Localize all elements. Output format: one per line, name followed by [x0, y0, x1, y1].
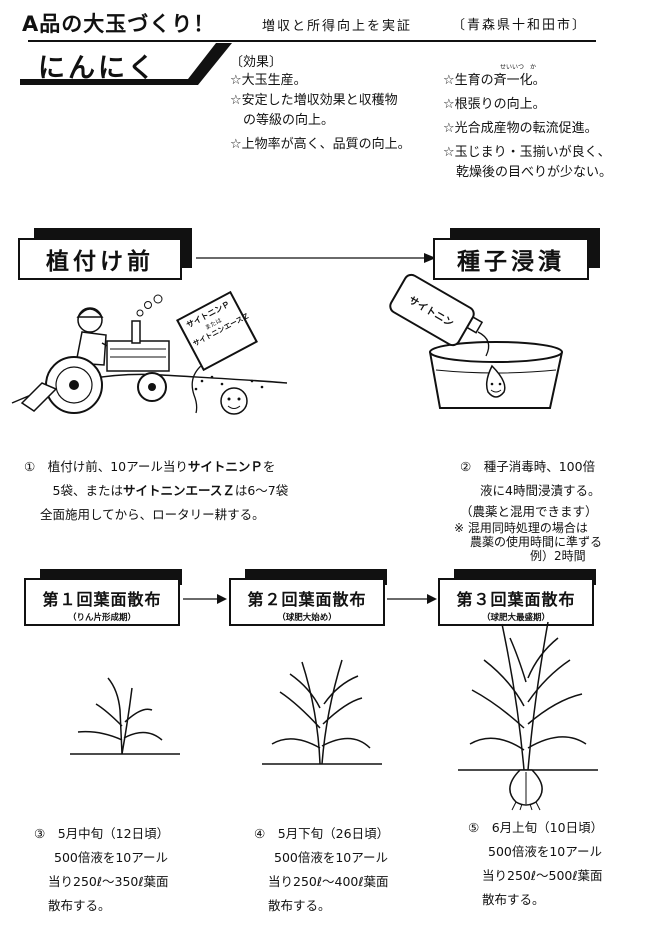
- step2-text: ② 種子消毒時、100倍 液に4時間浸漬する。 （農薬と混用できます） ※ 混用…: [454, 455, 603, 563]
- step-note: ※ 混用同時処理の場合は: [454, 521, 588, 535]
- timing-line: 500倍液を10アール: [274, 850, 389, 865]
- effects-left-list: ☆大玉生産。 ☆安定した増収効果と収穫物 の等級の向上。 ☆上物率が高く、品質の…: [230, 71, 411, 155]
- effects-ruby: せいいつ か: [500, 64, 537, 71]
- effects-heading: 〔効果〕: [230, 55, 283, 70]
- step-line: ① 植付け前、10アール当りサイトニンＰを: [24, 455, 288, 479]
- spray-title: 第１回葉面散布: [42, 590, 162, 609]
- page-title: A品の大玉づくり！: [22, 12, 216, 36]
- arrow-right-icon: [183, 594, 227, 604]
- step-text: を: [262, 459, 276, 474]
- timing-line: 500倍液を10アール: [488, 844, 603, 859]
- spray-title: 第２回葉面散布: [247, 590, 367, 609]
- timing-line: 500倍液を10アール: [54, 850, 169, 865]
- timing-3: ⑤ 6月上旬（10日頃） 500倍液を10アール 当り250ℓ〜500ℓ葉面 散…: [468, 816, 603, 912]
- spray-stage: （球肥大始め）: [277, 613, 337, 623]
- spray-stage: （球肥大最盛期）: [481, 613, 550, 623]
- stage-seed-soak: 種子浸漬: [433, 238, 589, 280]
- garlic-plant-medium: [262, 659, 382, 765]
- step-text: 5袋、または: [40, 483, 123, 498]
- spray-title: 第３回葉面散布: [456, 590, 576, 609]
- crop-banner-shape: [20, 43, 232, 85]
- effect-item: ☆上物率が高く、品質の向上。: [230, 137, 411, 152]
- effect-item: の等級の向上。: [230, 113, 335, 128]
- tractor-illustration: [11, 294, 288, 415]
- arrow-right-icon: [387, 594, 437, 604]
- step-note: 農薬の使用時間に準ずる: [470, 535, 603, 549]
- step-line: （農薬と混用できます）: [460, 504, 598, 519]
- garlic-plant-large: [458, 621, 598, 811]
- effect-item: 乾燥後の目べりが少ない。: [443, 165, 613, 180]
- spray-box-1: 第１回葉面散布 （りん片形成期）: [24, 578, 180, 626]
- spray-stage: （りん片形成期）: [67, 613, 136, 623]
- crop-name: にんにく: [38, 53, 158, 84]
- product-name: サイトニンエースＺ: [122, 483, 235, 498]
- product-name: サイトニンＰ: [187, 459, 263, 474]
- spray-box-3: 第３回葉面散布 （球肥大最盛期）: [438, 578, 594, 626]
- step-line: ② 種子消毒時、100倍: [460, 459, 596, 474]
- step-line: 全面施用してから、ロータリー耕する。: [40, 507, 265, 522]
- step-note: 例）2時間: [530, 549, 586, 563]
- step1-text: ① 植付け前、10アール当りサイトニンＰを 5袋、またはサイトニンエースＺは6〜…: [24, 455, 288, 527]
- page-subtitle: 増収と所得向上を実証: [262, 19, 413, 34]
- arrow-right-icon: [196, 253, 436, 263]
- effect-item: ☆生育の斉一化。: [443, 73, 546, 88]
- basin-illustration: [429, 314, 563, 409]
- effect-item: ☆根張りの向上。: [443, 97, 546, 112]
- timing-line: 散布する。: [268, 898, 331, 913]
- timing-line: 散布する。: [482, 892, 545, 907]
- timing-line: 当り250ℓ〜400ℓ葉面: [268, 874, 389, 889]
- effect-item: ☆安定した増収効果と収穫物: [230, 93, 398, 108]
- step-text: ① 植付け前、10アール当り: [24, 459, 188, 474]
- step-text: は6〜7袋: [234, 483, 289, 498]
- timing-2: ④ 5月下旬（26日頃） 500倍液を10アール 当り250ℓ〜400ℓ葉面 散…: [254, 822, 389, 918]
- step-line: 液に4時間浸漬する。: [480, 483, 601, 498]
- garlic-plant-small: [70, 677, 180, 755]
- effect-item: ☆光合成産物の転流促進。: [443, 121, 598, 136]
- timing-line: ④ 5月下旬（26日頃）: [254, 826, 390, 841]
- effects-right-list: ☆生育の斉一化。 ☆根張りの向上。 ☆光合成産物の転流促進。 ☆玉じまり・玉揃い…: [443, 71, 612, 183]
- title-rule: [28, 40, 596, 42]
- spray-box-2: 第２回葉面散布 （球肥大始め）: [229, 578, 385, 626]
- effect-item: ☆玉じまり・玉揃いが良く、: [443, 145, 611, 160]
- location-label: 〔青森県十和田市〕: [452, 18, 588, 33]
- timing-line: 当り250ℓ〜350ℓ葉面: [48, 874, 169, 889]
- effect-item: ☆大玉生産。: [230, 73, 307, 88]
- timing-line: ⑤ 6月上旬（10日頃）: [468, 820, 604, 835]
- timing-line: 当り250ℓ〜500ℓ葉面: [482, 868, 603, 883]
- bottle-label: サイトニン: [406, 294, 456, 329]
- timing-line: ③ 5月中旬（12日頃）: [34, 826, 170, 841]
- step-line: 5袋、またはサイトニンエースＺは6〜7袋: [24, 479, 289, 503]
- timing-line: 散布する。: [48, 898, 111, 913]
- stage-before-planting: 植付け前: [18, 238, 182, 280]
- timing-1: ③ 5月中旬（12日頃） 500倍液を10アール 当り250ℓ〜350ℓ葉面 散…: [34, 822, 169, 918]
